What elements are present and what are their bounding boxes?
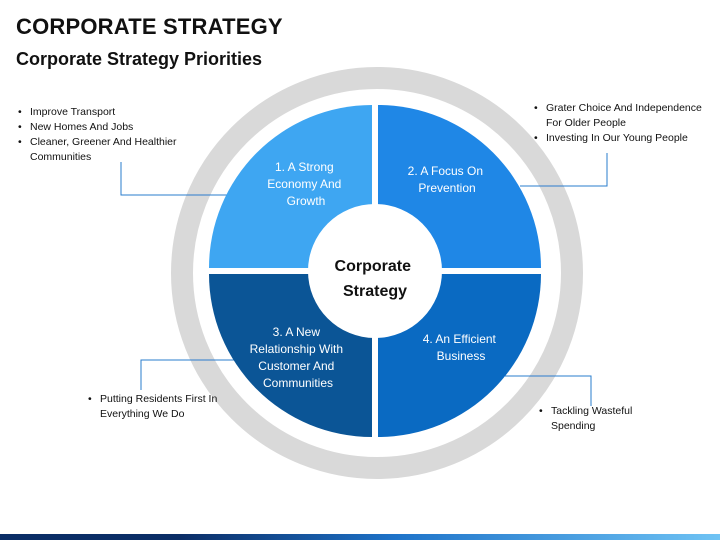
quadrant-1-label-line-2: Economy And xyxy=(267,177,341,191)
note-item: Cleaner, Greener And Healthier Communiti… xyxy=(16,135,206,165)
quadrant-3-label-line-1: 3. A New xyxy=(273,325,321,339)
connector-top-right xyxy=(520,153,608,187)
quadrant-4-label-line-1: 4. An Efficient xyxy=(423,332,497,346)
connector-bottom-left xyxy=(140,359,244,390)
svg-text:2. A Focus On Prevention: 2. A Focus On Prevention xyxy=(408,164,487,195)
quadrant-4-label-line-2: Business xyxy=(437,349,486,363)
quadrant-3-label-line-3: Customer And xyxy=(258,359,334,373)
quadrant-2-label-line-1: 2. A Focus On xyxy=(408,164,483,178)
note-item: Investing In Our Young People xyxy=(532,131,712,146)
center-label-line-2: Strategy xyxy=(343,283,407,300)
quadrant-2-label-line-2: Prevention xyxy=(418,181,475,195)
footer-bar xyxy=(0,534,720,540)
note-item: New Homes And Jobs xyxy=(16,120,206,135)
quadrant-1-label-line-3: Growth xyxy=(287,194,326,208)
svg-text:Corporate Strategy: Corporate Strategy xyxy=(335,258,416,300)
notes-bottom-left: Putting Residents First In Everything We… xyxy=(86,392,236,422)
note-item: Putting Residents First In Everything We… xyxy=(86,392,236,422)
svg-text:1. A Strong Economy And: 1. A Strong Economy And Growth xyxy=(267,160,344,208)
connector-top-left xyxy=(120,162,228,196)
center-circle xyxy=(308,204,442,338)
outer-ring xyxy=(171,67,583,479)
quadrant-3-label-line-4: Communities xyxy=(263,376,333,390)
notes-top-right: Grater Choice And Independence For Older… xyxy=(532,101,712,146)
note-item: Tackling Wasteful Spending xyxy=(537,404,657,434)
quadrant-1-label-line-1: 1. A Strong xyxy=(275,160,334,174)
page-title: CORPORATE STRATEGY xyxy=(16,14,283,39)
note-item: Improve Transport xyxy=(16,105,206,120)
note-item: Grater Choice And Independence For Older… xyxy=(532,101,712,131)
notes-bottom-right: Tackling Wasteful Spending xyxy=(537,404,657,434)
page-subtitle: Corporate Strategy Priorities xyxy=(16,49,263,69)
connector-bottom-right xyxy=(505,375,592,406)
svg-text:3. A New Relationship With: 3. A New Relationship With Customer And … xyxy=(250,325,347,390)
center-label-line-1: Corporate xyxy=(335,258,412,275)
notes-top-left: Improve Transport New Homes And Jobs Cle… xyxy=(16,105,206,165)
quadrant-3-label-line-2: Relationship With xyxy=(250,342,343,356)
svg-text:4. An Efficient Business: 4. An Efficient Business xyxy=(423,332,500,363)
